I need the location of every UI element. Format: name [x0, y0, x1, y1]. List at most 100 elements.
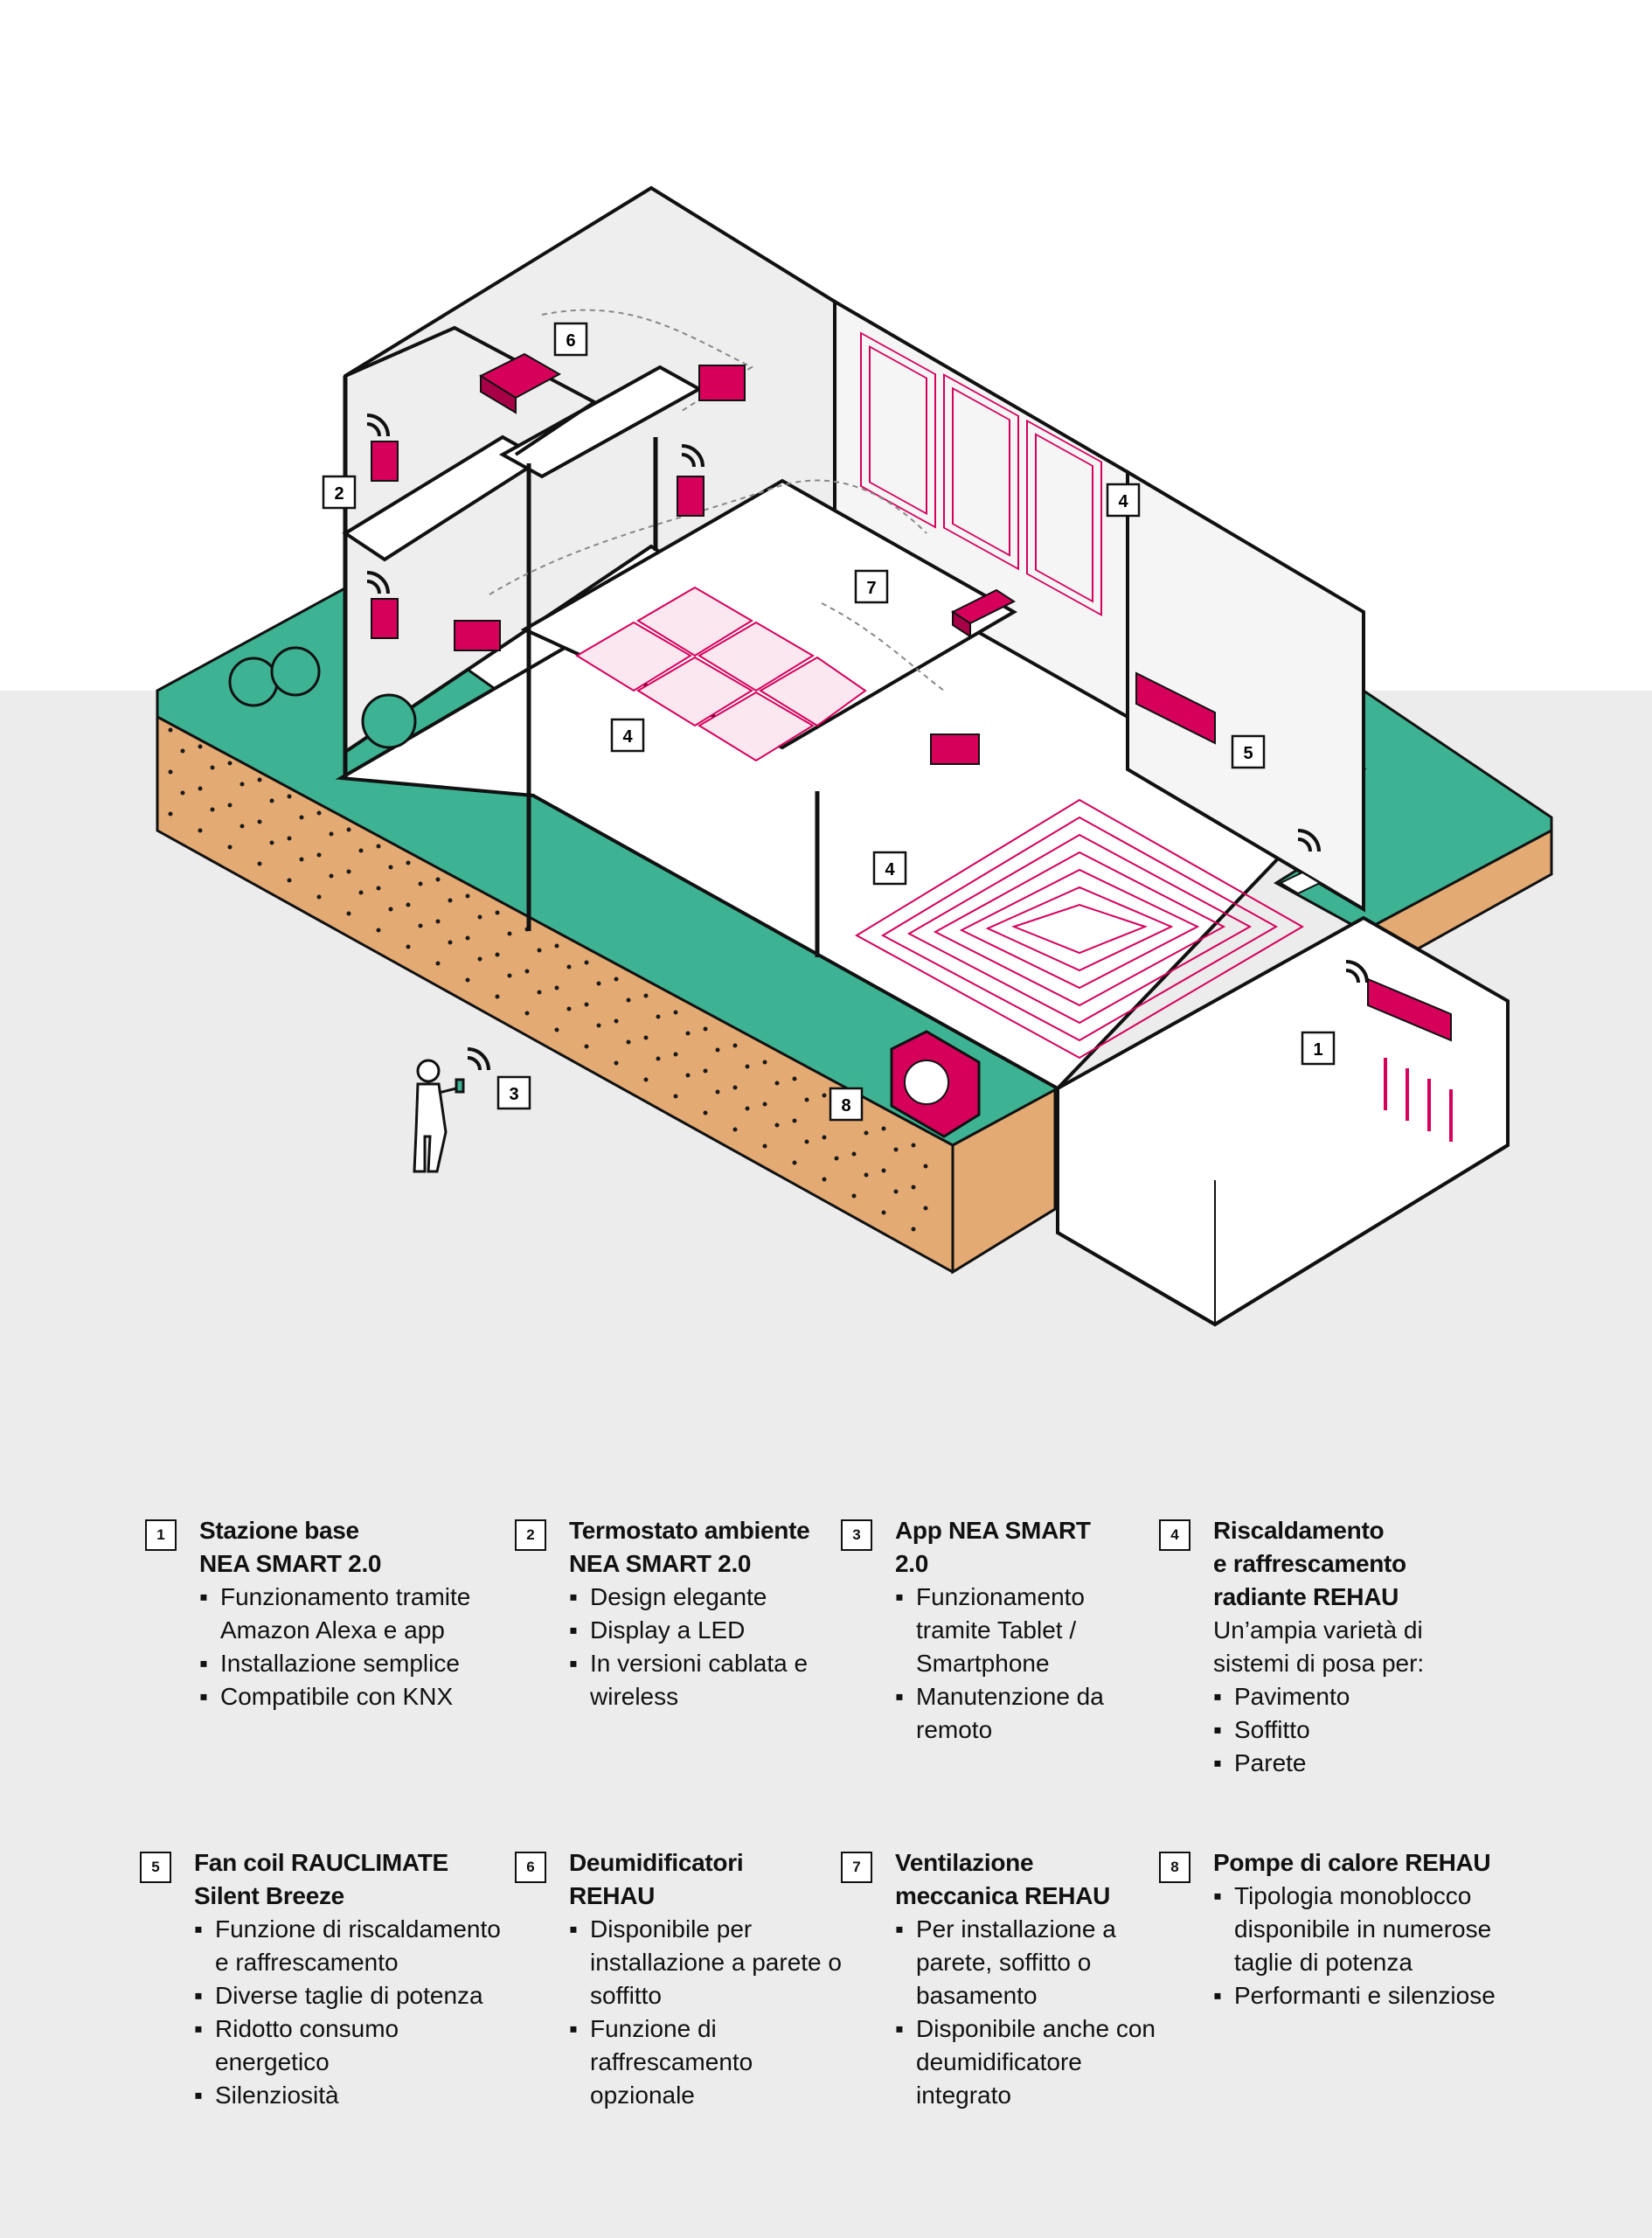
legend-bullets: Tipologia monoblocco disponibile in nume…	[1213, 1880, 1502, 2012]
soil-dot	[911, 1143, 916, 1148]
soil-dot	[923, 1164, 928, 1169]
svg-text:3: 3	[509, 1085, 518, 1104]
svg-text:6: 6	[566, 331, 575, 351]
soil-dot	[703, 1026, 708, 1032]
legend-item-2: 2 Termostato ambiente NEA SMART 2.0 Desi…	[515, 1514, 831, 1713]
house-walls	[342, 185, 1365, 957]
soil-dot	[210, 807, 215, 812]
soil-dot	[198, 828, 203, 833]
soil-dot	[465, 935, 470, 941]
legend-title-line: App NEA SMART 2.0	[895, 1517, 1091, 1577]
house-cutaway-illustration: 6 2 4 7 4 5 4 1 3 8	[156, 185, 1553, 1327]
soil-dot	[524, 969, 530, 974]
legend-number-badge: 6	[515, 1852, 546, 1883]
soil-dot	[745, 1106, 750, 1111]
soil-texture	[168, 727, 928, 1232]
soil-dot	[435, 919, 441, 924]
legend-bullets: Pavimento Soffitto Parete	[1213, 1680, 1467, 1780]
soil-dot	[406, 860, 411, 865]
soil-dot	[448, 898, 453, 903]
soil-dot	[198, 744, 203, 749]
marker-8: 8	[829, 1087, 864, 1122]
soil-dot	[762, 1143, 767, 1149]
soil-dot	[732, 1043, 738, 1048]
soil-dot	[911, 1227, 916, 1232]
legend-title-line: Ventilazione	[895, 1849, 1034, 1876]
legend-bullet: Funzionamento tramite Amazon Alexa e app	[199, 1581, 514, 1647]
soil-dot	[732, 1085, 738, 1090]
svg-text:4: 4	[622, 727, 633, 747]
soil-dot	[566, 964, 572, 970]
legend-description-line: sistemi di posa per:	[1213, 1650, 1425, 1677]
legend-bullet: Compatibile con KNX	[199, 1680, 514, 1713]
legend-bullets: Funzione di riscaldamento e raffrescamen…	[194, 1913, 517, 2112]
soil-dot	[774, 1122, 780, 1128]
soil-dot	[495, 952, 500, 957]
legend-number-badge: 5	[140, 1852, 171, 1883]
legend-item-4: 4 Riscaldamento e raffrescamento radiant…	[1159, 1514, 1467, 1780]
soil-dot	[804, 1139, 809, 1144]
legend-bullet: Soffitto	[1213, 1713, 1467, 1747]
radiant-ceiling-panels	[575, 586, 867, 762]
marker-5: 5	[1231, 734, 1266, 769]
legend-bullet: Silenziosità	[194, 2079, 517, 2112]
legend-title-line: Pompe di calore REHAU	[1213, 1849, 1491, 1876]
soil-dot	[329, 831, 334, 837]
legend-bullet: Funzione di raffrescamento opzionale	[569, 2012, 857, 2112]
legend-bullet: Ridotto consumo energetico	[194, 2012, 517, 2079]
soil-dot	[346, 869, 351, 874]
soil-dot	[180, 748, 185, 754]
soil-dot	[626, 997, 631, 1003]
soil-dot	[287, 794, 292, 799]
soil-dot	[316, 810, 322, 816]
legend-item-1: 1 Stazione base NEA SMART 2.0 Funzioname…	[145, 1514, 514, 1713]
soil-dot	[715, 1089, 720, 1095]
thermostat-upper	[371, 441, 399, 482]
soil-dot	[626, 1039, 631, 1045]
devices	[371, 352, 1453, 1142]
soil-dot	[656, 1056, 661, 1061]
soil-dot	[198, 786, 203, 791]
legend-bullets: Funzionamento tramite Tablet / Smartphon…	[895, 1581, 1122, 1747]
soil-dot	[287, 878, 292, 883]
soil-dot	[465, 893, 470, 899]
legend-title-line: Silent Breeze	[194, 1882, 344, 1909]
marker-1: 1	[1301, 1031, 1336, 1066]
ventilation-ducts	[489, 309, 945, 692]
soil-dot	[537, 990, 542, 995]
soil-dot	[477, 956, 482, 962]
soil-dot	[596, 1023, 601, 1028]
soil-dot	[614, 1018, 619, 1024]
legend-bullets: Per installazione a parete, soffitto o b…	[895, 1913, 1166, 2112]
soil-dot	[376, 844, 381, 849]
soil-dot	[358, 848, 364, 853]
soil-dot	[703, 1068, 708, 1074]
legend-bullet: Disponibile per installazione a parete o…	[569, 1913, 857, 2012]
soil-dot	[643, 993, 649, 998]
soil-dot	[406, 944, 411, 949]
svg-text:7: 7	[866, 579, 876, 598]
soil-dot	[923, 1206, 928, 1211]
soil-dot	[507, 931, 512, 936]
bushes	[228, 646, 417, 749]
legend-bullet: In versioni cablata e wireless	[569, 1647, 831, 1713]
soil-dot	[465, 977, 470, 983]
legend-bullet: Design elegante	[569, 1581, 831, 1614]
legend-title-line: Deumidificatori	[569, 1849, 744, 1876]
legend-item-3: 3 App NEA SMART 2.0 Funzionamento tramit…	[841, 1514, 1122, 1747]
soil-dot	[168, 727, 173, 733]
soil-dot	[685, 1073, 691, 1078]
soil-dot	[406, 902, 411, 907]
soil-dot	[554, 1027, 559, 1032]
soil-dot	[643, 1035, 649, 1040]
soil-dot	[703, 1110, 708, 1116]
soil-dot	[584, 1002, 589, 1007]
soil-dot	[732, 1127, 738, 1132]
legend-bullet: Tipologia monoblocco disponibile in nume…	[1213, 1880, 1502, 1979]
soil-dot	[851, 1193, 857, 1199]
soil-dot	[656, 1014, 661, 1019]
soil-dot	[673, 1094, 678, 1099]
soil-dot	[287, 836, 292, 841]
soil-dot	[269, 798, 274, 803]
soil-dot	[893, 1189, 899, 1194]
